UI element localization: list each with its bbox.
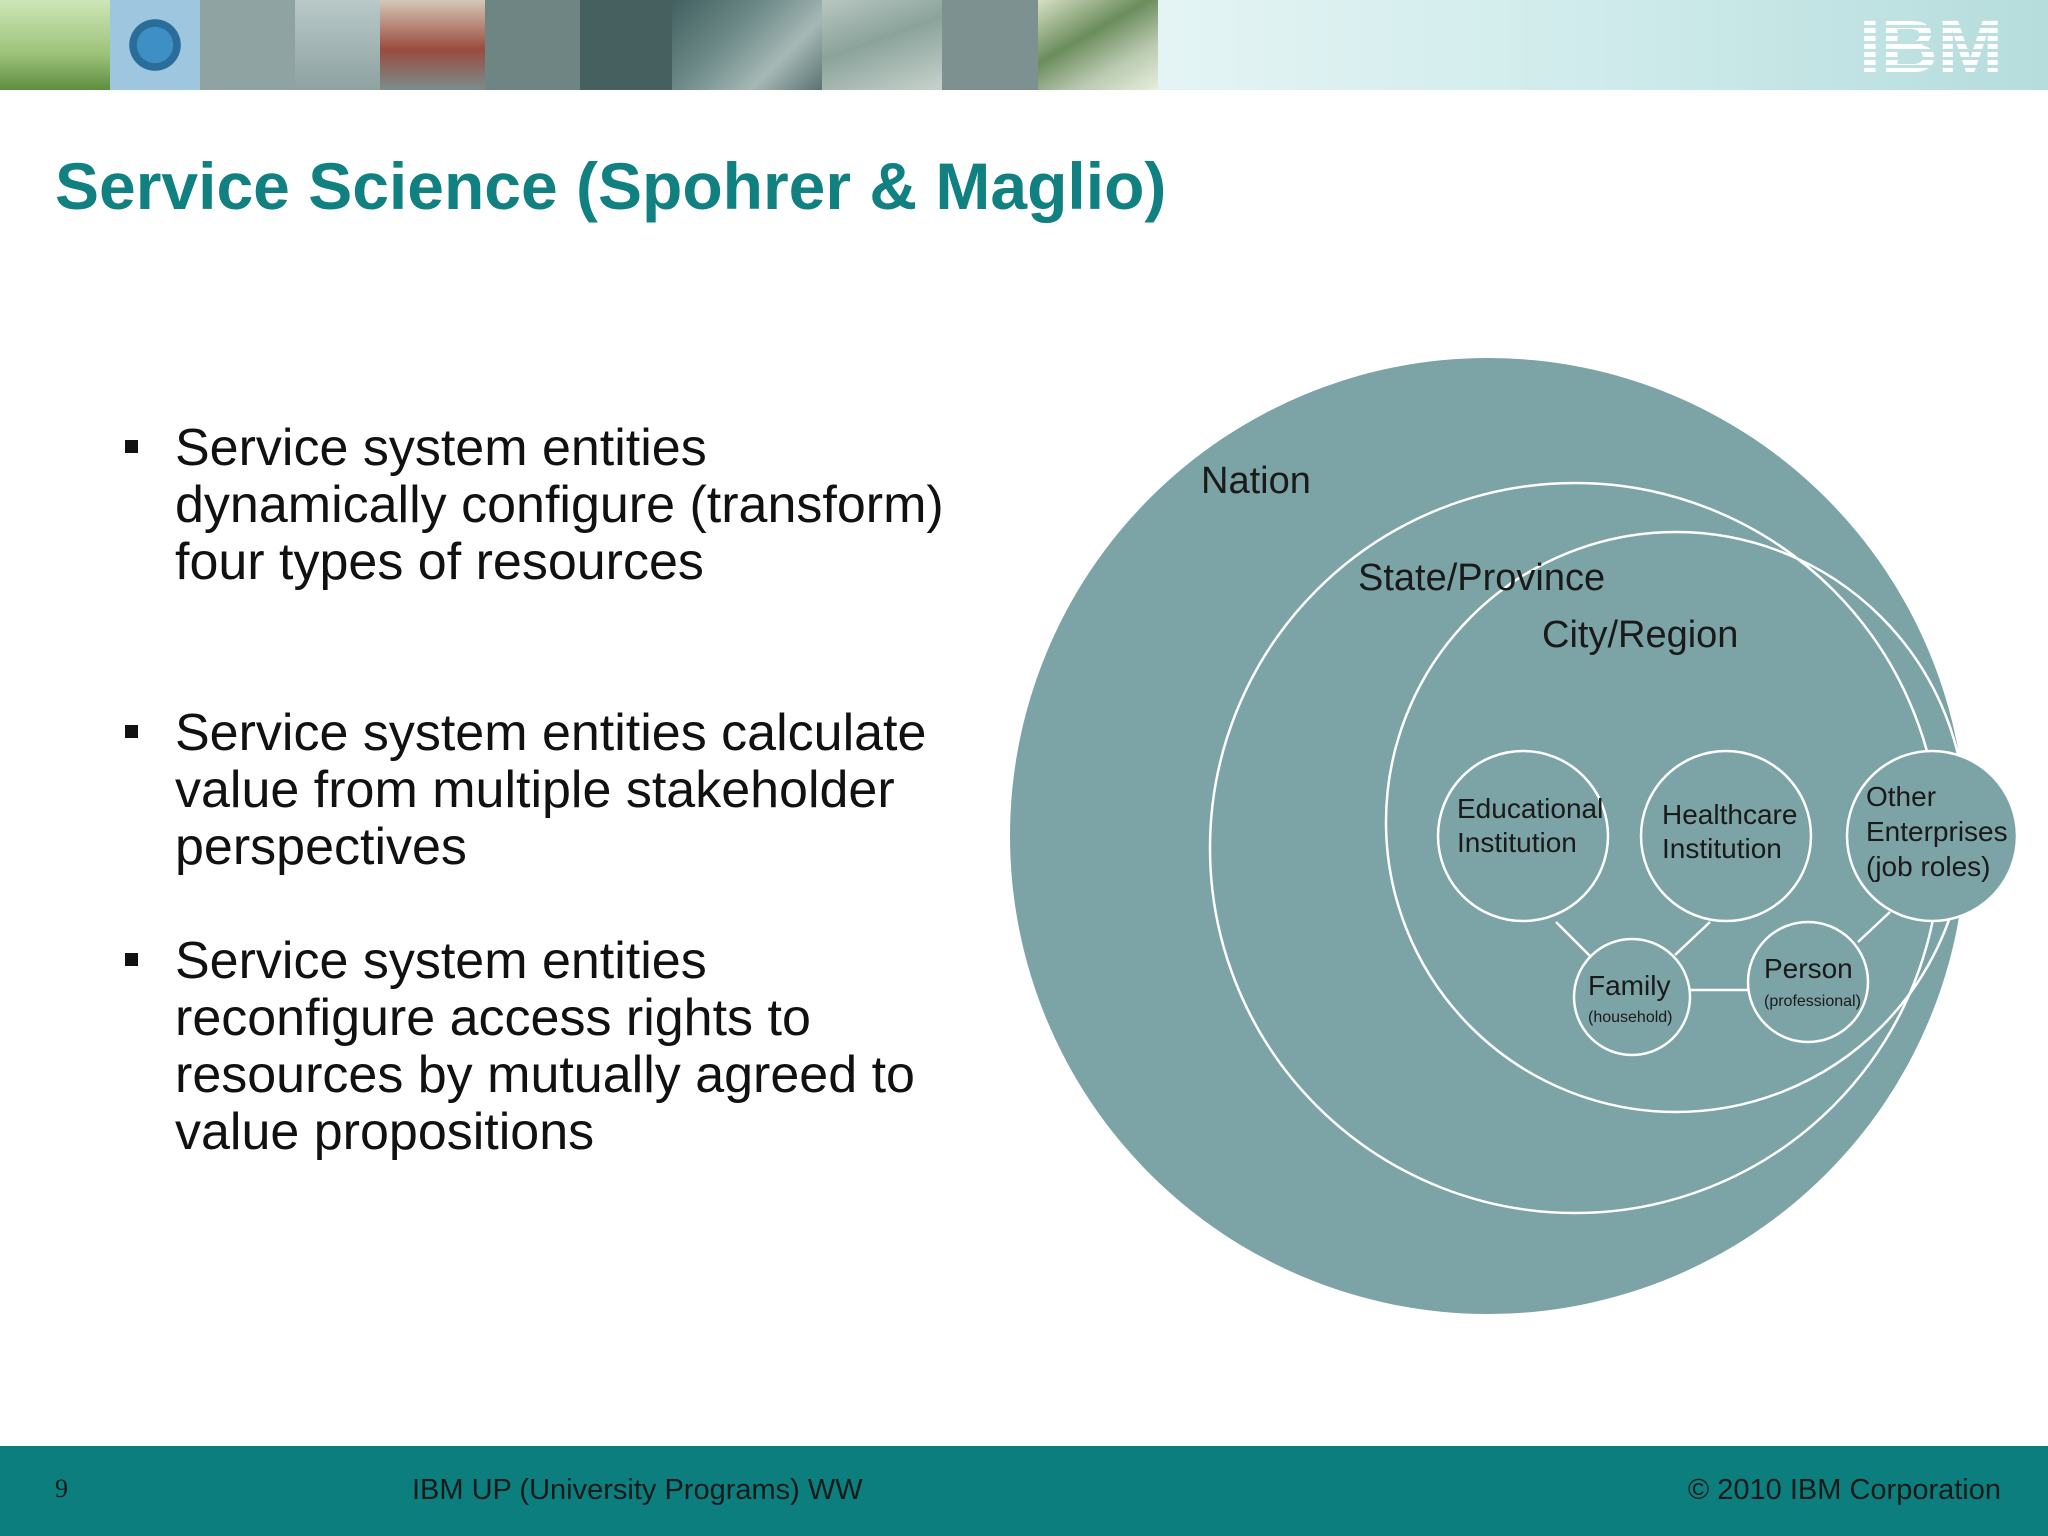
other-enterprises-label: Enterprises — [1866, 816, 2008, 847]
person-sublabel: (professional) — [1764, 993, 1861, 1010]
family-label: Family — [1588, 970, 1670, 1001]
connector-line — [1555, 921, 1591, 957]
footer-bar: 9 IBM UP (University Programs) WW © 2010… — [0, 1446, 2048, 1536]
connector-line — [1857, 911, 1891, 943]
square-bullet-icon — [125, 440, 138, 453]
bullet-item: Service system entities calculate value … — [125, 705, 965, 876]
footer-copyright: © 2010 IBM Corporation — [1687, 1474, 2001, 1506]
healthcare-circle — [1639, 749, 1813, 923]
hand-photo — [1038, 0, 1158, 90]
tile-photo — [942, 0, 1038, 90]
healthcare-label: Institution — [1662, 833, 1782, 864]
nation-circle — [1010, 358, 1966, 1314]
bullet-text: Service system entities calculate value … — [175, 704, 927, 876]
bullet-text: Service system entities reconfigure acce… — [175, 932, 915, 1161]
healthcare-label: Healthcare — [1662, 799, 1797, 830]
ibm-logo: IBM — [1859, 12, 2003, 76]
state-label: State/Province — [1358, 557, 1605, 599]
family-circle — [1572, 937, 1692, 1057]
bullet-item: Service system entities dynamically conf… — [125, 420, 965, 591]
globe-photo — [110, 0, 200, 90]
header-photo-strip — [0, 0, 1158, 90]
nation-label: Nation — [1201, 460, 1311, 502]
nested-entities-diagram: Nation State/Province City/Region Educat… — [1010, 358, 2019, 1314]
page-number: 9 — [55, 1474, 68, 1503]
footer-program-text: IBM UP (University Programs) WW — [412, 1474, 863, 1506]
tree-photo — [0, 0, 110, 90]
city-label: City/Region — [1542, 614, 1738, 656]
educational-label: Institution — [1457, 827, 1577, 858]
connector-line — [1674, 921, 1711, 956]
slide-title: Service Science (Spohrer & Maglio) — [55, 149, 1167, 223]
educational-label: Educational — [1457, 793, 1603, 824]
family-sublabel: (household) — [1588, 1009, 1673, 1026]
header-band: IBM — [0, 0, 2048, 90]
person-label: Person — [1764, 953, 1853, 984]
tile-photo — [485, 0, 580, 90]
tile-photo — [200, 0, 295, 90]
lamp-photo — [295, 0, 380, 90]
bullet-item: Service system entities reconfigure acce… — [125, 933, 965, 1161]
house-photo — [380, 0, 485, 90]
other-enterprises-circle — [1845, 749, 2019, 923]
educational-circle — [1436, 749, 1610, 923]
other-enterprises-label: Other — [1866, 781, 1936, 812]
map-photo — [822, 0, 942, 90]
person-circle — [1746, 920, 1870, 1044]
square-bullet-icon — [125, 953, 138, 966]
square-bullet-icon — [125, 725, 138, 738]
bullet-text: Service system entities dynamically conf… — [175, 419, 944, 591]
tile-photo — [580, 0, 672, 90]
road-photo — [672, 0, 822, 90]
other-enterprises-label: (job roles) — [1866, 851, 1990, 882]
ibm-logo-text: IBM — [1859, 12, 2003, 76]
